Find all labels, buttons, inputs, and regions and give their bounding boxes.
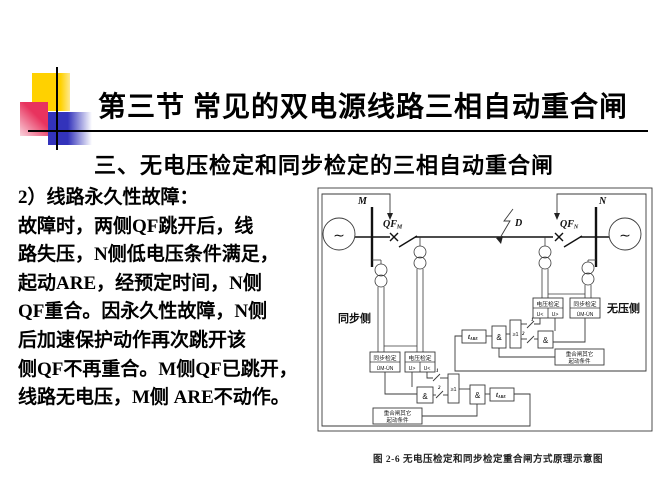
voltage-transformer-n-bus-icon [581,259,596,298]
page-title: 第三节 常见的双电源线路三相自动重合闸 [98,92,629,123]
svg-text:电压检定: 电压检定 [408,354,431,362]
circuit-diagram-svg: ∼ ∼ M N QFM QFN D [317,187,653,432]
svg-text:电压检定: 电压检定 [536,300,559,308]
svg-text:&: & [475,391,481,400]
body-line: 故障时，两侧QF跳开后，线 [18,215,254,237]
title-underline [28,130,648,132]
svg-text:起动条件: 起动条件 [386,416,409,424]
svg-text:∼: ∼ [333,227,345,243]
svg-text:重合闸其它: 重合闸其它 [566,350,594,358]
svg-text:起动条件: 起动条件 [568,357,591,365]
mode-switch-2-m [435,390,444,399]
generator-m-icon: ∼ [322,217,356,251]
decor-blue-square [48,112,92,145]
svg-text:1: 1 [531,318,534,323]
body-line: 路失压，N侧低电压条件满足， [18,244,279,266]
breaker-qfn-label: QFN [560,219,579,231]
svg-text:U<: U< [424,366,431,372]
svg-text:&: & [422,392,428,401]
svg-text:U<: U< [537,312,544,318]
breaker-qfm-contact [398,235,418,248]
breaker-qfm-label: QFM [383,219,403,231]
svg-text:&: & [543,336,549,345]
logic-chain-n: 电压检定 U< U> 同步检定 U̇M-U̇N 1 & 2 ≥1 [461,297,605,366]
svg-text:&: & [496,333,502,342]
body-text: 2）线路永久性故障： 故障时，两侧QF跳开后，线 路失压，N侧低电压条件满足， … [18,184,298,413]
logic-chain-m: 同步检定 U̇M-U̇N 电压检定 U> U< 1 & 2 ≥1 [369,351,515,425]
svg-text:U̇M-U̇N: U̇M-U̇N [577,311,594,318]
svg-text:重合闸其它: 重合闸其它 [384,409,412,417]
fault-label: D [514,218,522,229]
svg-text:同步检定: 同步检定 [373,354,396,362]
generator-n-icon: ∼ [608,217,642,251]
voltage-transformer-n-line-icon [538,237,585,298]
time-delay-label-m: tARE [496,391,506,399]
breaker-qfn-contact [563,235,583,248]
svg-text:U>: U> [409,366,416,372]
svg-text:同步检定: 同步检定 [573,300,596,308]
time-delay-block-n [461,329,487,344]
mode-switch-2-n [526,335,535,344]
side-label-n: 无压侧 [606,301,640,315]
body-line: 侧QF不再重合。M侧QF已跳开， [18,358,298,380]
svg-text:∼: ∼ [619,227,631,243]
bus-m-label: M [357,196,368,207]
reclose-wire-m [321,193,531,427]
svg-text:2: 2 [437,386,441,391]
time-delay-label-n: tARE [468,333,478,341]
bus-n-label: N [598,196,607,207]
or-gate-m [447,373,460,404]
body-line: 2）线路永久性故障： [18,187,199,208]
side-label-m: 同步侧 [338,311,371,325]
svg-text:U>: U> [552,312,559,318]
body-line: QF重合。因永久性故障，N侧 [18,301,268,323]
svg-text:≥1: ≥1 [450,387,456,393]
svg-text:U̇M-U̇N: U̇M-U̇N [377,365,394,372]
lightning-fault-icon [496,208,514,244]
voltage-transformer-m-bus-icon [372,259,417,352]
svg-text:2: 2 [521,332,525,337]
figure-caption: 图 2-6 无电压检定和同步检定重合闸方式原理示意图 [373,455,603,465]
decor-vertical-line [56,67,58,150]
body-line: 起动ARE，经预定时间，N侧 [18,272,262,294]
svg-text:≥1: ≥1 [512,332,518,338]
mode-switch-1-n [526,320,535,329]
body-line: 线路无电压，M侧 ARE不动作。 [18,387,290,409]
voltage-transformer-m-line-icon [413,237,427,352]
body-line: 后加速保护动作再次跳开该 [18,329,247,351]
and-gate-n1 [537,330,554,349]
and-gate-m2 [469,384,486,405]
time-delay-block-m [489,387,515,402]
reclose-wire-n [454,193,647,372]
svg-text:1: 1 [436,369,439,374]
mode-switch-1-m [432,373,441,382]
section-subtitle: 三、无电压检定和同步检定的三相自动重合闸 [94,153,555,178]
